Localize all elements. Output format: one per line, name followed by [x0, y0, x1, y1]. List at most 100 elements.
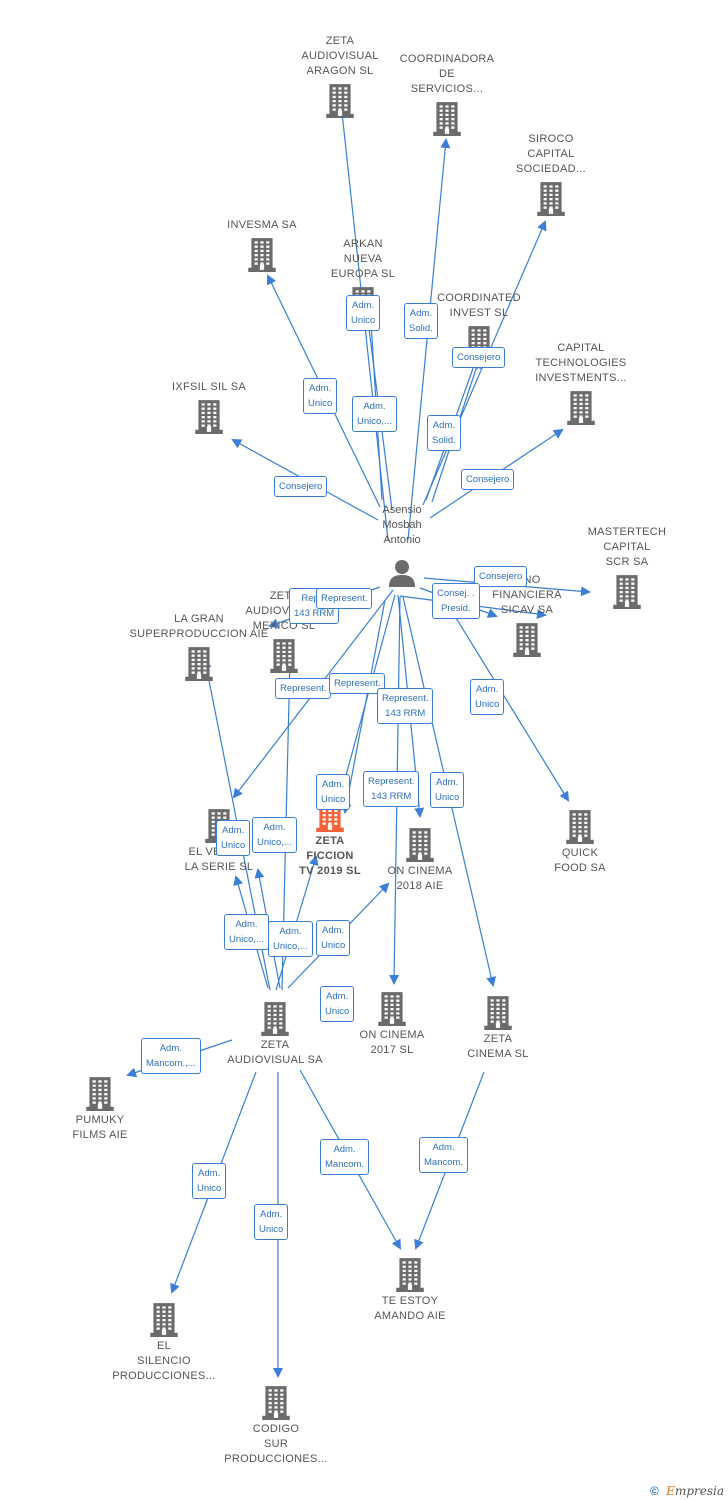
company-label-line: SCR SA [605, 556, 649, 568]
company-label-line: ZETA [260, 1039, 290, 1051]
relationship-label-line: Represent. [382, 693, 429, 704]
relationship-label: Represent. [316, 588, 373, 609]
building-icon [326, 84, 354, 118]
company-label-line: COORDINADORA [399, 53, 495, 65]
company-label-line: PRODUCCIONES... [224, 1453, 328, 1465]
company-label-line: CAPITAL [557, 342, 605, 354]
relationship-label-line: Adm. [322, 779, 345, 790]
company-label-line: DE [439, 68, 455, 80]
company-label-line: EL [156, 1340, 172, 1352]
company-node-capital-tech[interactable]: CAPITAL TECHNOLOGIES INVESTMENTS... [511, 341, 651, 425]
relationship-label: Adm.Unico [216, 820, 251, 856]
company-label-line: CINEMA SL [467, 1048, 529, 1060]
relationship-label-line: Unico,... [229, 934, 264, 945]
relationship-label-line: Consejero [279, 481, 323, 492]
building-icon [567, 391, 595, 425]
company-label-line: MASTERTECH [587, 526, 667, 538]
company-label-line: ZETA [325, 35, 355, 47]
person-name-line: Antonio [383, 534, 421, 546]
company-node-ixfsil[interactable]: IXFSIL SIL SA [139, 380, 279, 434]
company-label-line: PUMUKY [75, 1114, 125, 1126]
relationship-label-line: Solid. [432, 435, 456, 446]
company-label-line: QUICK [561, 847, 599, 859]
relationship-label-line: Adm. [363, 401, 386, 412]
company-node-quick-food[interactable]: QUICK FOOD SA [510, 808, 650, 876]
relationship-label-line: Adm. [222, 825, 245, 836]
relationship-label: Adm. Unico,... [252, 817, 297, 853]
relationship-label-line: Consej. . [437, 588, 475, 599]
building-icon [185, 647, 213, 681]
relationship-label-line: Unico [351, 315, 376, 326]
building-icon [484, 996, 512, 1030]
relationship-label: Adm.Unico,... [352, 396, 397, 432]
relationship-label-line: 143 RRM [294, 608, 335, 619]
relationship-label: Adm. Unico [320, 986, 355, 1022]
relationship-edge [341, 599, 386, 814]
relationship-label-line: Adm. [198, 1168, 221, 1179]
relationship-label-line: Unico [321, 940, 346, 951]
relationship-label-line: Unico [435, 792, 460, 803]
company-label-line: CODIGO [252, 1423, 300, 1435]
building-icon [248, 238, 276, 272]
company-label-line: FOOD SA [554, 862, 606, 874]
relationship-label: Adm.Unico [254, 1204, 289, 1240]
relationship-label-line: Mancom. [424, 1157, 464, 1168]
building-icon [150, 1303, 178, 1337]
company-node-mastertech[interactable]: MASTERTECH CAPITAL SCR SA [557, 525, 697, 609]
relationship-label-line: Mancom.,... [146, 1058, 196, 1069]
relationship-label-line: Adm. [309, 383, 332, 394]
relationship-label: Adm. Unico [346, 295, 381, 331]
relationship-label: Represent. [275, 678, 332, 699]
relationship-label-line: Adm. [326, 991, 349, 1002]
relationship-label-line: Adm. [263, 822, 286, 833]
relationship-label-line: Represent. [321, 593, 368, 604]
company-label-line: CAPITAL [603, 541, 651, 553]
building-icon [537, 182, 565, 216]
company-label-line: SIROCO [528, 133, 574, 145]
relationship-label: Adm.Unico,... [224, 914, 269, 950]
building-icon [86, 1077, 114, 1111]
company-label-line: TECHNOLOGIES [535, 357, 627, 369]
relationship-label-line: Adm. [260, 1209, 283, 1220]
company-label-line: NUEVA [343, 253, 383, 265]
company-label-line: SOCIEDAD... [516, 163, 586, 175]
company-label-line: AMANDO AIE [374, 1310, 446, 1322]
relationship-label-line: Unico,... [273, 941, 308, 952]
relationship-label-line: Adm. [432, 420, 455, 431]
company-label-line: INVESTMENTS... [535, 372, 627, 384]
building-icon [270, 639, 298, 673]
relationship-label-line: Adm. [279, 926, 302, 937]
company-node-invesma[interactable]: INVESMA SA [192, 218, 332, 272]
building-icon [613, 575, 641, 609]
relationship-label: Adm.Unico [303, 378, 338, 414]
relationship-label-line: Rep... [301, 593, 327, 604]
relationship-label-line: Unico [475, 699, 500, 710]
relationship-label-line: Consejero [466, 474, 510, 485]
company-label-line: TV 2019 SL [299, 865, 361, 877]
relationship-label: Adm.Unico [470, 679, 505, 715]
relationship-label-line: Unico,... [257, 837, 292, 848]
relationship-label: Consej. .Presid. [432, 583, 480, 619]
building-icon [378, 992, 406, 1026]
relationship-label-line: Mancom. [325, 1159, 365, 1170]
relationship-label-line: Adm. [352, 300, 375, 311]
relationship-label-line: Unico [325, 1006, 350, 1017]
person-name-line: Mosbah [382, 519, 422, 531]
company-label-line: ARAGON SL [306, 65, 374, 77]
building-icon [406, 828, 434, 862]
building-icon [566, 810, 594, 844]
